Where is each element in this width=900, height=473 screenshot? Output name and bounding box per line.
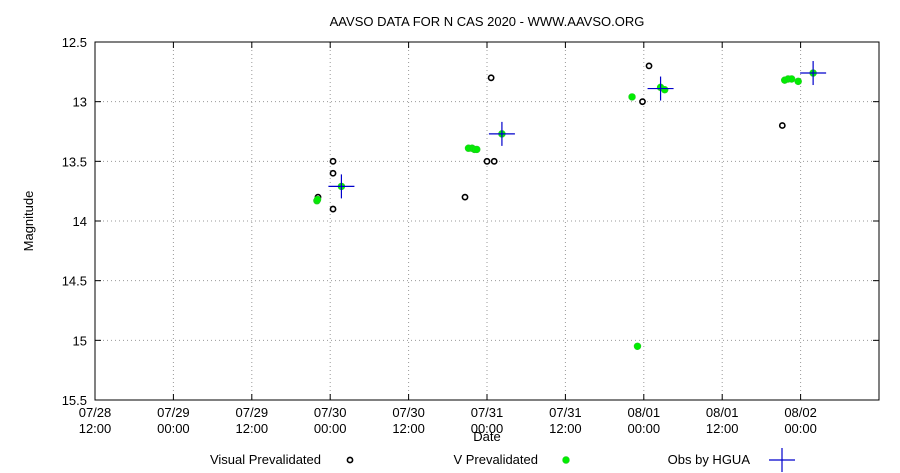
x-tick-time: 12:00 — [236, 421, 269, 436]
obs-by-hgua-point — [328, 174, 355, 199]
legend-label-v-prevalidated: V Prevalidated — [453, 452, 538, 467]
y-axis-label: Magnitude — [21, 191, 36, 252]
x-tick-time: 12:00 — [549, 421, 582, 436]
x-tick-time: 00:00 — [157, 421, 190, 436]
visual-prevalidated-point — [483, 157, 491, 165]
x-tick-time: 12:00 — [392, 421, 425, 436]
x-tick-time: 12:00 — [79, 421, 112, 436]
series-obs-by-hgua — [328, 61, 827, 199]
visual-prevalidated-point — [645, 62, 653, 70]
legend-marker-obs-by-hgua — [769, 448, 795, 472]
y-tick-label: 15.5 — [62, 393, 87, 408]
v-prevalidated-point — [313, 195, 322, 204]
x-tick-date: 08/02 — [784, 405, 817, 420]
y-tick-label: 14 — [73, 214, 87, 229]
axis-ticks: 12.51313.51414.51515.507/2812:0007/2900:… — [62, 35, 879, 436]
v-prevalidated-point — [633, 342, 642, 350]
x-tick-time: 00:00 — [471, 421, 504, 436]
chart-title: AAVSO DATA FOR N CAS 2020 - WWW.AAVSO.OR… — [330, 14, 645, 29]
legend-label-obs-by-hgua: Obs by HGUA — [668, 452, 751, 467]
v-prevalidated-point — [787, 75, 796, 83]
legend: Visual Prevalidated V Prevalidated Obs by … — [210, 448, 795, 472]
obs-by-hgua-point — [488, 121, 515, 146]
visual-prevalidated-point — [329, 169, 337, 177]
y-tick-label: 15 — [73, 333, 87, 348]
visual-prevalidated-point — [329, 157, 337, 165]
v-prevalidated-point — [628, 93, 636, 101]
visual-prevalidated-point — [461, 193, 469, 201]
x-tick-date: 07/28 — [79, 405, 112, 420]
y-tick-label: 13 — [73, 95, 87, 110]
x-tick-date: 07/31 — [549, 405, 582, 420]
visual-prevalidated-point — [487, 74, 495, 82]
legend-marker-v-prevalidated — [562, 456, 570, 464]
x-tick-date: 07/31 — [471, 405, 504, 420]
x-tick-date: 08/01 — [628, 405, 661, 420]
visual-prevalidated-point — [778, 122, 786, 129]
x-tick-date: 07/29 — [236, 405, 269, 420]
x-tick-time: 00:00 — [628, 421, 661, 436]
x-tick-date: 07/30 — [392, 405, 425, 420]
visual-prevalidated-point — [639, 98, 646, 106]
x-tick-time: 00:00 — [314, 421, 347, 436]
x-tick-time: 00:00 — [784, 421, 817, 436]
obs-by-hgua-point — [647, 76, 674, 101]
v-prevalidated-point — [661, 86, 669, 94]
x-tick-date: 08/01 — [706, 405, 739, 420]
y-tick-label: 14.5 — [62, 274, 87, 289]
y-tick-label: 12.5 — [62, 35, 87, 50]
visual-prevalidated-point — [329, 205, 337, 213]
x-tick-date: 07/29 — [157, 405, 190, 420]
visual-prevalidated-point — [490, 157, 498, 165]
v-prevalidated-point — [794, 77, 802, 86]
legend-marker-visual-prevalidated — [346, 456, 354, 464]
x-tick-time: 12:00 — [706, 421, 739, 436]
legend-label-visual-prevalidated: Visual Prevalidated — [210, 452, 321, 467]
y-tick-label: 13.5 — [62, 154, 87, 169]
x-axis-label: Date — [473, 429, 500, 444]
v-prevalidated-point — [473, 145, 481, 154]
obs-by-hgua-point — [800, 61, 827, 86]
data-marks — [313, 61, 827, 350]
x-tick-date: 07/30 — [314, 405, 347, 420]
